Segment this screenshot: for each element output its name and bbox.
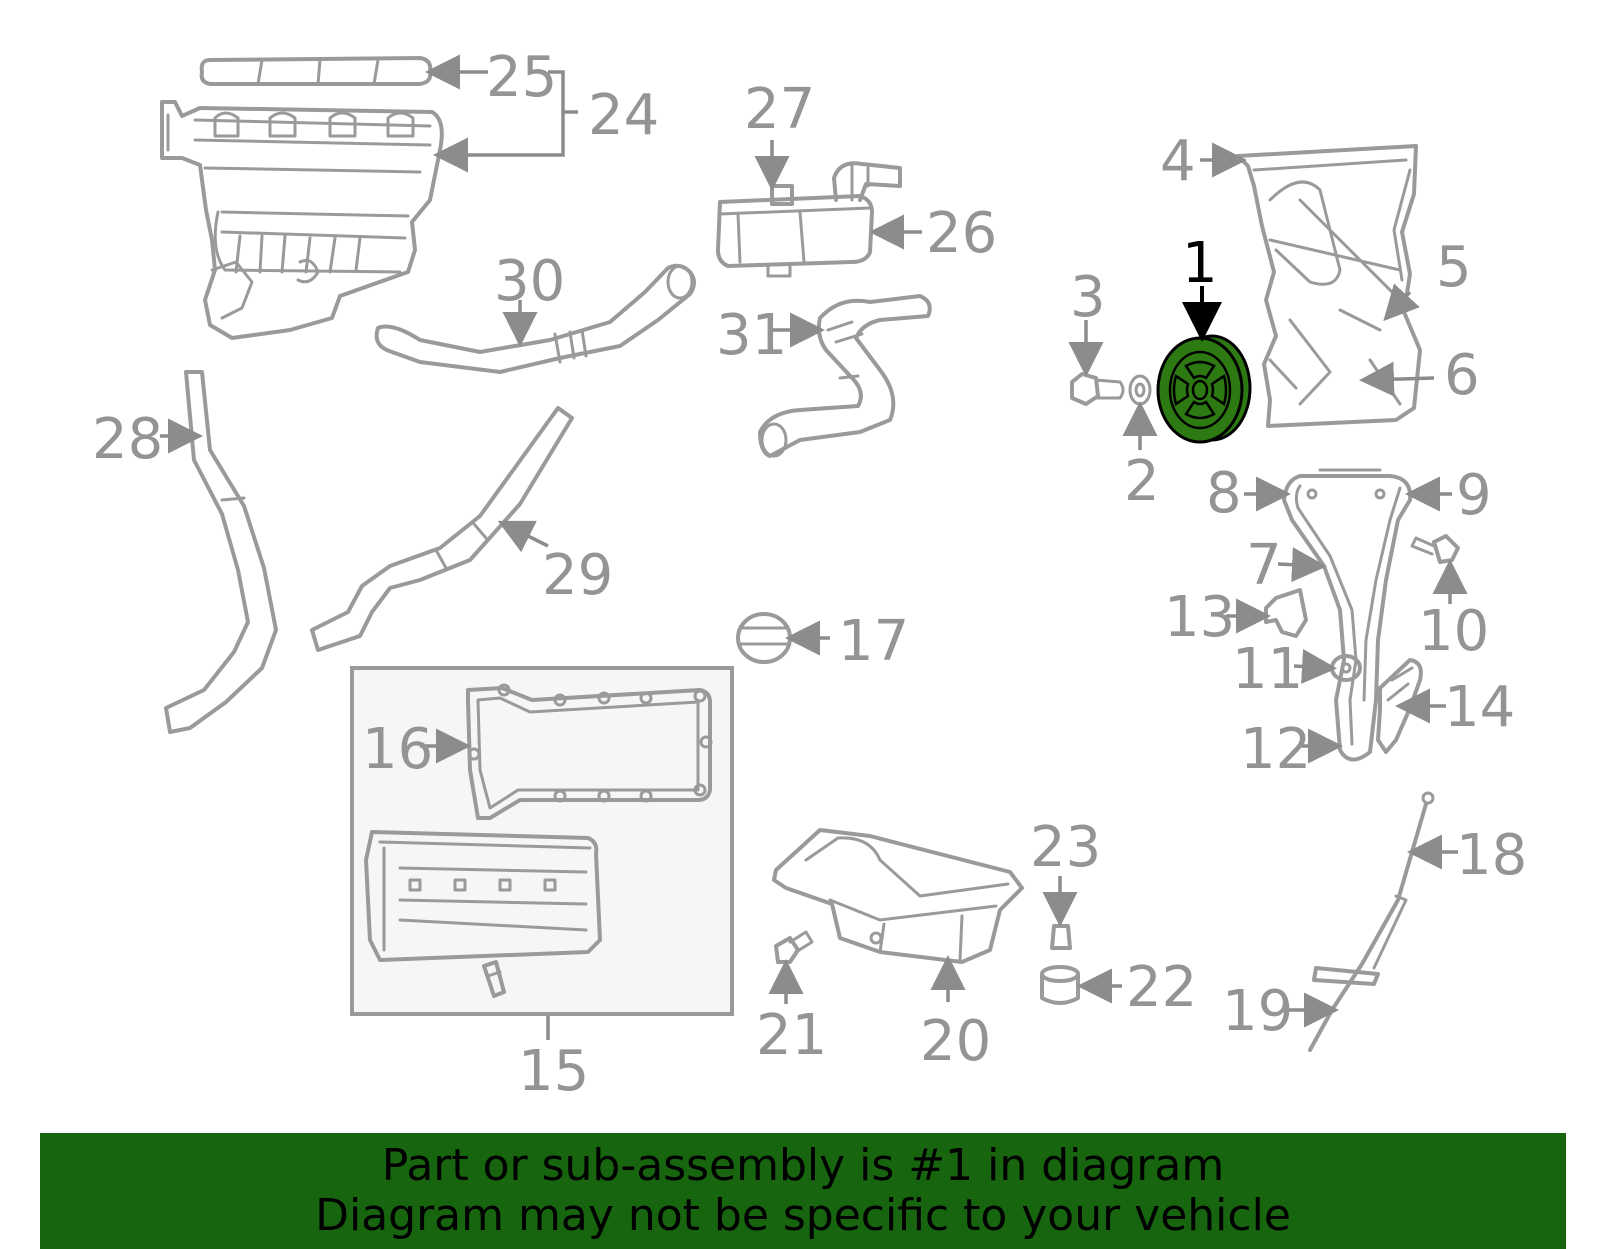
part-28-tube xyxy=(164,370,278,734)
callout-28: 28 xyxy=(92,407,163,472)
callout-25: 25 xyxy=(486,45,557,110)
callout-17: 17 xyxy=(838,609,909,674)
callout-18: 18 xyxy=(1456,823,1527,888)
part-24-intake-manifold xyxy=(160,100,444,340)
part-21-drain-plug xyxy=(774,930,814,964)
callout-2: 2 xyxy=(1124,449,1160,514)
callout-12: 12 xyxy=(1240,717,1311,782)
part-23-sensor xyxy=(1050,924,1072,950)
callout-29: 29 xyxy=(542,543,613,608)
callout-6: 6 xyxy=(1444,343,1480,408)
part-20-oil-pan xyxy=(772,828,1024,964)
callout-20: 20 xyxy=(920,1009,991,1074)
part-22-oil-filter xyxy=(1040,965,1080,1005)
callout-24: 24 xyxy=(588,83,659,148)
part-26-oil-cooler xyxy=(716,161,902,278)
callout-8: 8 xyxy=(1206,461,1242,526)
callout-31: 31 xyxy=(716,303,787,368)
callout-5: 5 xyxy=(1436,235,1472,300)
part-2-washer xyxy=(1128,374,1152,406)
callout-14: 14 xyxy=(1444,675,1515,740)
parts-diagram: 1 2 3 4 5 6 7 8 9 10 11 12 13 14 15 16 1… xyxy=(92,45,1527,1104)
callout-26: 26 xyxy=(926,201,997,266)
callout-15: 15 xyxy=(518,1039,589,1104)
callout-9: 9 xyxy=(1456,463,1492,528)
part-31-hose xyxy=(758,294,932,458)
part-15-group-box xyxy=(350,666,734,1016)
callout-30: 30 xyxy=(494,249,565,314)
callout-27: 27 xyxy=(744,77,815,142)
part-1-crankshaft-damper xyxy=(1156,334,1252,444)
callout-13: 13 xyxy=(1164,585,1235,650)
banner-line-2: Diagram may not be specific to your vehi… xyxy=(315,1190,1291,1241)
callout-21: 21 xyxy=(756,1003,827,1068)
callout-4: 4 xyxy=(1160,129,1196,194)
banner-line-1: Part or sub-assembly is #1 in diagram xyxy=(381,1140,1225,1191)
callout-11: 11 xyxy=(1232,637,1303,702)
callout-10: 10 xyxy=(1418,599,1489,664)
callout-3: 3 xyxy=(1070,265,1106,330)
info-banner: Part or sub-assembly is #1 in diagram Di… xyxy=(40,1133,1566,1249)
part-4-timing-cover xyxy=(1236,144,1422,428)
callout-16: 16 xyxy=(362,717,433,782)
callout-23: 23 xyxy=(1030,815,1101,880)
part-25-gasket xyxy=(199,56,433,86)
part-30-hose xyxy=(374,263,696,374)
callout-19: 19 xyxy=(1222,979,1293,1044)
part-10-bolt xyxy=(1410,534,1460,564)
part-29-tube xyxy=(310,406,574,652)
part-3-bolt xyxy=(1070,372,1125,406)
callout-7: 7 xyxy=(1246,533,1282,598)
callout-labels: 1 2 3 4 5 6 7 8 9 10 11 12 13 14 15 16 1… xyxy=(92,45,1527,1104)
part-17-cap xyxy=(736,612,792,664)
callout-1: 1 xyxy=(1182,231,1218,296)
callout-22: 22 xyxy=(1126,955,1197,1020)
